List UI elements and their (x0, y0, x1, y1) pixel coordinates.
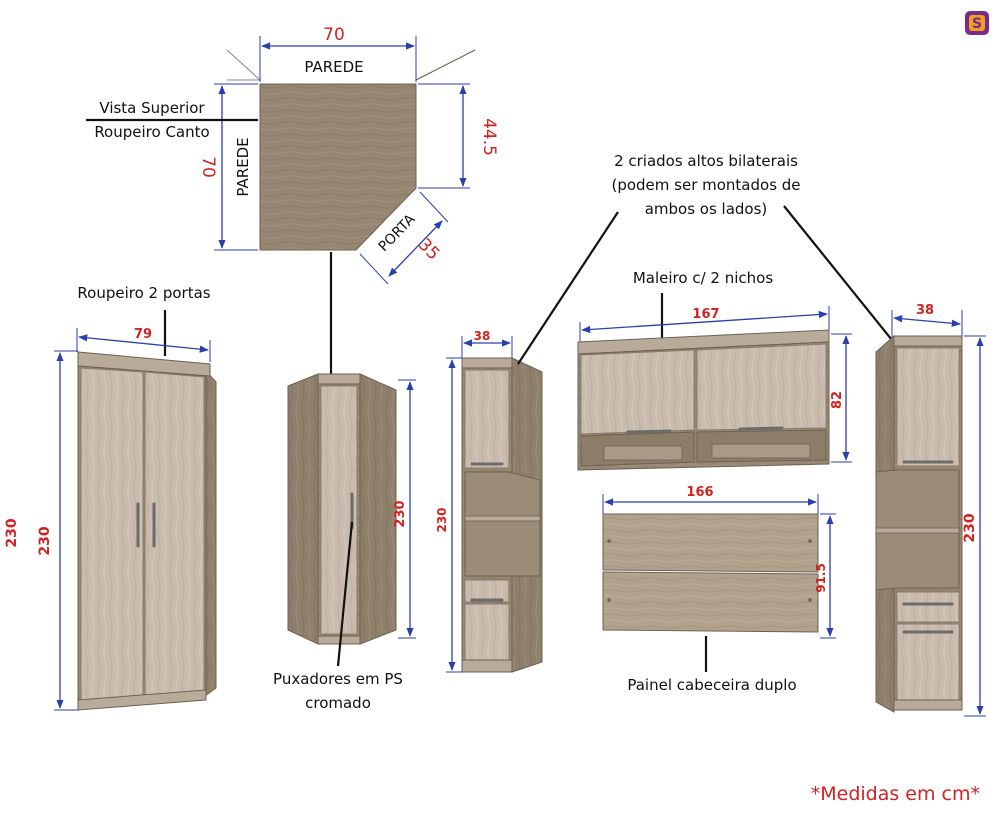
handles-label-line2: cromado (305, 694, 371, 712)
tall-unit-left-height-dim: 230 (435, 507, 449, 532)
tall-side-unit-right: 38 230 (875, 303, 986, 717)
top-view-door-dim: 35 (414, 235, 443, 264)
svg-text:S: S (972, 16, 982, 32)
corner-wardrobe: 230 Puxadores em PS cromado (273, 373, 416, 712)
tall-unit-left-width-dim: 38 (474, 329, 491, 343)
wall-cabinet-height-dim: 82 (830, 391, 845, 409)
headboard-panel: 166 91.5 Painel cabeceira duplo (602, 485, 836, 694)
brand-logo-icon: S (965, 11, 989, 35)
tall-units-label-line2: (podem ser montados de (611, 176, 800, 194)
headboard-width-dim: 166 (686, 485, 713, 500)
corner-wardrobe-height-dim: 230 (393, 500, 408, 527)
wall-cabinet-width-dim: 167 (692, 307, 719, 322)
wall-top-label: PAREDE (304, 58, 363, 76)
wall-left-label: PAREDE (234, 137, 252, 196)
tall-unit-right-width-dim: 38 (916, 303, 934, 318)
measurements-footnote: *Medidas em cm* (811, 783, 980, 805)
top-view-depth-dim: 70 (198, 156, 218, 178)
tall-side-units-callout: 2 criados altos bilaterais (podem ser mo… (517, 152, 901, 365)
headboard-height-dim: 91.5 (814, 563, 828, 593)
tall-units-label-line3: ambos os lados) (645, 200, 768, 218)
wall-cabinet-label: Maleiro c/ 2 nichos (633, 269, 773, 287)
wardrobe-2-doors: Roupeiro 2 portas 79 230 230 (4, 284, 217, 711)
wardrobe-2-doors-height-dim: 230 (37, 526, 53, 555)
headboard-label: Painel cabeceira duplo (627, 676, 796, 694)
top-view-title-line2: Roupeiro Canto (94, 123, 209, 141)
tall-side-unit-left: 38 230 (435, 329, 543, 673)
wardrobe-2-doors-cut-dim: 230 (4, 518, 20, 547)
wall-cabinet: Maleiro c/ 2 nichos 167 82 (577, 269, 852, 471)
top-view-width-dim: 70 (323, 25, 345, 45)
wardrobe-2-doors-label: Roupeiro 2 portas (77, 284, 210, 302)
top-view-side-dim: 44.5 (479, 118, 499, 156)
wardrobe-2-doors-width-dim: 79 (134, 327, 152, 342)
handles-label-line1: Puxadores em PS (273, 670, 403, 688)
tall-unit-right-height-dim: 230 (962, 513, 978, 542)
tall-units-label-line1: 2 criados altos bilaterais (614, 152, 798, 170)
top-view-title-line1: Vista Superior (99, 99, 205, 117)
top-view-body (259, 83, 417, 251)
top-view-section: 70 PAREDE 70 PAREDE 44.5 35 PORTA Vista … (86, 25, 499, 285)
